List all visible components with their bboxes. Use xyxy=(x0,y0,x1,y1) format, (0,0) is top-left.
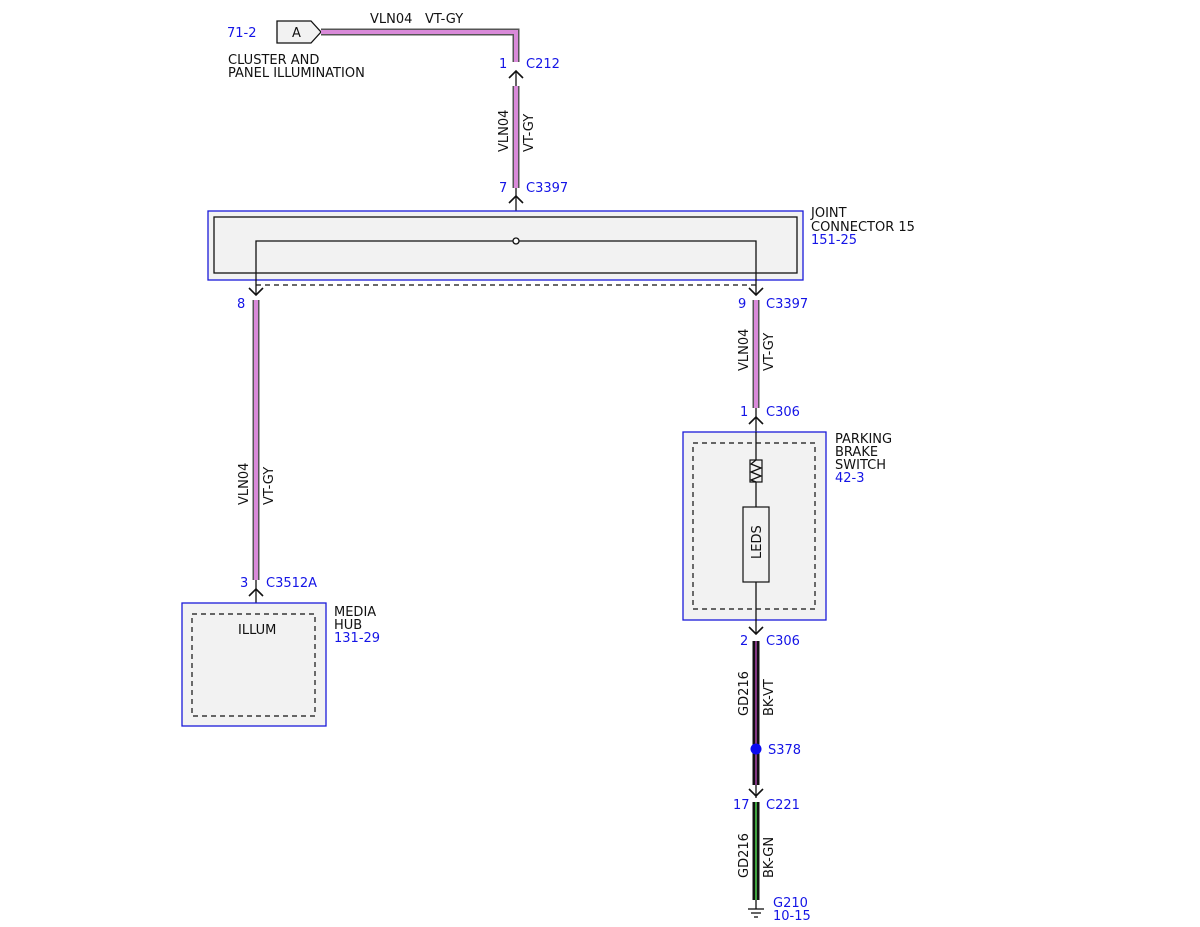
c306-out-pin: 2 xyxy=(740,634,748,649)
c3512a-pin: 3 xyxy=(240,576,248,591)
cluster-label-line2: PANEL ILLUMINATION xyxy=(228,66,365,81)
splice-name: S378 xyxy=(768,743,801,758)
media-hub-pin-label: ILLUM xyxy=(238,623,276,638)
wire-c212-color: VT-GY xyxy=(522,114,537,152)
media-hub-ref[interactable]: 131-29 xyxy=(334,631,380,646)
c306-out-name: C306 xyxy=(766,634,800,649)
parking-brake-line3: SWITCH xyxy=(835,458,886,473)
media-hub[interactable]: ILLUM xyxy=(181,602,327,727)
ground-icon[interactable] xyxy=(748,900,764,918)
c212-pin: 1 xyxy=(499,57,507,72)
splice-dot[interactable] xyxy=(750,743,762,755)
c212-name: C212 xyxy=(526,57,560,72)
parking-brake-switch[interactable]: LEDS xyxy=(682,431,827,634)
c221-name: C221 xyxy=(766,798,800,813)
c221-pin: 17 xyxy=(733,798,750,813)
leds-block xyxy=(742,506,770,583)
ground-wire-2-color: BK-GN xyxy=(762,837,777,878)
c3397-out-name: C3397 xyxy=(766,297,808,312)
top-wire-color: VT-GY xyxy=(425,12,463,27)
c3512a-name: C3512A xyxy=(266,576,317,591)
media-hub-line2: HUB xyxy=(334,618,362,633)
joint-connector-ref[interactable]: 151-25 xyxy=(811,233,857,248)
parking-brake-line2: BRAKE xyxy=(835,445,878,460)
resistor-icon xyxy=(749,459,763,483)
wire-vln04-top[interactable] xyxy=(321,28,520,62)
ground-name: G210 xyxy=(773,896,808,911)
c306-in-pin: 1 xyxy=(740,405,748,420)
left-wire-color: VT-GY xyxy=(262,467,277,505)
c306-pin2-connector[interactable] xyxy=(748,626,764,636)
c3397-in-name: C3397 xyxy=(526,181,568,196)
joint-connector-line2: CONNECTOR 15 xyxy=(811,220,915,235)
pin8-connector[interactable] xyxy=(248,287,264,297)
ground-wire-2-circuit: GD216 xyxy=(737,833,752,878)
top-wire-circuit: VLN04 xyxy=(370,12,412,27)
joint-connector-line1: JOINT xyxy=(810,206,847,221)
parking-brake-line1: PARKING xyxy=(835,432,892,447)
ground-wire-1-circuit: GD216 xyxy=(737,671,752,716)
left-wire-circuit: VLN04 xyxy=(237,463,252,505)
cluster-label-line1: CLUSTER AND xyxy=(228,53,319,68)
media-hub-line1: MEDIA xyxy=(334,605,376,620)
connector-ref-letter: A xyxy=(292,26,301,41)
parking-brake-ref[interactable]: 42-3 xyxy=(835,471,865,486)
c3397-out-pin: 9 xyxy=(738,297,746,312)
c306-pin1-connector[interactable] xyxy=(748,408,764,432)
ground-wire-1-color: BK-VT xyxy=(762,679,777,716)
pin8-label: 8 xyxy=(237,297,245,312)
c212-connector[interactable] xyxy=(508,69,524,86)
c221-pin17-connector[interactable] xyxy=(748,785,764,798)
right-wire-color: VT-GY xyxy=(762,333,777,371)
c3397-in-pin: 7 xyxy=(499,181,507,196)
connector-ref-flag[interactable]: A xyxy=(276,20,322,44)
connector-ref-page: 71-2 xyxy=(227,26,257,41)
ground-ref[interactable]: 10-15 xyxy=(773,909,811,924)
wire-c212-circuit: VLN04 xyxy=(497,110,512,152)
joint-connector-15[interactable] xyxy=(207,210,804,295)
c3397-pin9-connector[interactable] xyxy=(748,287,764,297)
c306-in-name: C306 xyxy=(766,405,800,420)
leds-label: LEDS xyxy=(750,525,765,559)
right-wire-circuit: VLN04 xyxy=(737,329,752,371)
